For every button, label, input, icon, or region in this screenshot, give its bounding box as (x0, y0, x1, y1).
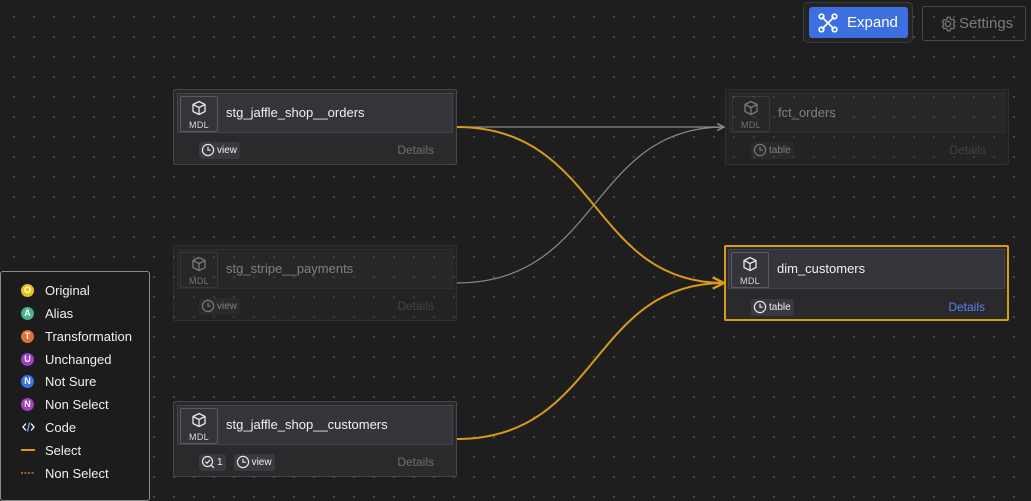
model-badge: MDL (731, 252, 769, 288)
details-link[interactable]: Details (949, 143, 986, 157)
model-badge-label: MDL (741, 120, 761, 130)
cube-icon (191, 100, 207, 118)
clock-icon (753, 300, 767, 314)
legend-item-alias: A Alias (21, 304, 73, 322)
node-header: MDL fct_orders (729, 93, 1005, 133)
node-title: fct_orders (778, 105, 836, 120)
materialization-label: view (217, 300, 238, 312)
node-footer: view Details (199, 141, 434, 159)
expand-button[interactable]: Expand (809, 7, 908, 38)
materialization-badge: view (199, 141, 241, 159)
dashed-line-icon (21, 471, 35, 475)
materialization-label: view (251, 456, 272, 468)
gear-icon (939, 15, 957, 33)
unchanged-dot-icon: U (21, 352, 34, 366)
legend-label: Select (45, 442, 82, 458)
code-icon (21, 421, 35, 433)
node-title: dim_customers (777, 261, 866, 276)
model-badge-label: MDL (189, 276, 209, 286)
materialization-label: table (769, 301, 791, 313)
materialization-label: view (217, 144, 238, 156)
cube-icon (191, 412, 207, 430)
model-node-fct-orders[interactable]: MDL fct_orders table Details (725, 89, 1009, 165)
cube-icon (742, 256, 758, 274)
materialization-badge: table (751, 141, 794, 159)
details-link[interactable]: Details (397, 143, 434, 157)
edge-payments-to-fct-orders (456, 127, 724, 284)
legend-item-non-select-line: Non Select (21, 464, 109, 482)
original-dot-icon: O (21, 283, 34, 297)
legend-panel: O Original A Alias T Transformation U Un… (0, 271, 150, 501)
model-node-stg-stripe-payments[interactable]: MDL stg_stripe__payments view Details (173, 245, 457, 321)
legend-item-transformation: T Transformation (21, 327, 132, 345)
model-badge-label: MDL (740, 276, 760, 286)
solid-line-icon (21, 448, 35, 452)
edge-orders-to-dim-customers (456, 126, 724, 283)
model-badge: MDL (180, 96, 218, 132)
legend-label: Alias (45, 305, 74, 321)
tests-count: 1 (217, 456, 223, 468)
legend-label: Non Select (45, 465, 109, 481)
model-badge-label: MDL (189, 432, 209, 442)
model-node-stg-jaffle-shop-customers[interactable]: MDL stg_jaffle_shop__customers 1 view De… (173, 401, 457, 477)
details-link[interactable]: Details (397, 299, 434, 313)
node-header: MDL stg_stripe__payments (177, 249, 453, 289)
graph-toolbar: Expand (803, 2, 913, 43)
node-title: stg_jaffle_shop__customers (226, 417, 388, 432)
legend-item-code: Code (21, 418, 76, 436)
legend-label: Code (45, 419, 77, 435)
model-badge: MDL (180, 408, 218, 444)
materialization-label: table (769, 144, 791, 156)
edge-customers-to-dim-customers (456, 283, 724, 440)
cube-icon (743, 100, 759, 118)
node-header: MDL dim_customers (728, 249, 1005, 289)
settings-button-label: Settings (959, 15, 1014, 32)
node-footer: table Details (751, 141, 986, 159)
materialization-badge: table (751, 298, 794, 316)
tests-badge: 1 (199, 453, 226, 471)
test-check-icon (201, 455, 215, 469)
node-footer: 1 view Details (199, 453, 434, 471)
transformation-dot-icon: T (21, 329, 34, 343)
details-link[interactable]: Details (948, 300, 985, 314)
materialization-badge: view (199, 297, 241, 315)
legend-item-unchanged: U Unchanged (21, 350, 112, 368)
clock-icon (201, 299, 215, 313)
expand-button-label: Expand (847, 14, 898, 31)
legend-item-select: Select (21, 441, 81, 459)
model-node-stg-jaffle-shop-orders[interactable]: MDL stg_jaffle_shop__orders view Details (173, 89, 457, 165)
legend-label: Non Select (45, 396, 109, 412)
clock-icon (201, 143, 215, 157)
legend-item-not-sure: N Not Sure (21, 372, 96, 390)
clock-icon (236, 455, 250, 469)
node-footer: table Details (751, 298, 985, 316)
alias-dot-icon: A (21, 306, 34, 320)
materialization-badge: view (233, 453, 275, 471)
legend-label: Original (45, 282, 90, 298)
legend-label: Unchanged (45, 351, 112, 367)
clock-icon (753, 143, 767, 157)
cube-icon (191, 256, 207, 274)
node-header: MDL stg_jaffle_shop__orders (177, 93, 453, 133)
model-badge: MDL (180, 252, 218, 288)
node-header: MDL stg_jaffle_shop__customers (177, 405, 453, 445)
node-footer: view Details (199, 297, 434, 315)
node-title: stg_stripe__payments (226, 261, 354, 276)
details-link[interactable]: Details (397, 455, 434, 469)
model-badge: MDL (732, 96, 770, 132)
legend-label: Transformation (45, 328, 132, 344)
expand-nodes-icon (818, 12, 838, 33)
legend-label: Not Sure (45, 373, 97, 389)
legend-item-non-select: N Non Select (21, 395, 109, 413)
node-title: stg_jaffle_shop__orders (226, 105, 365, 120)
settings-button[interactable]: Settings (922, 6, 1026, 41)
model-node-dim-customers[interactable]: MDL dim_customers table Details (724, 245, 1009, 321)
not-sure-dot-icon: N (21, 374, 34, 388)
legend-item-original: O Original (21, 281, 90, 299)
non-select-dot-icon: N (21, 397, 34, 411)
model-badge-label: MDL (189, 120, 209, 130)
